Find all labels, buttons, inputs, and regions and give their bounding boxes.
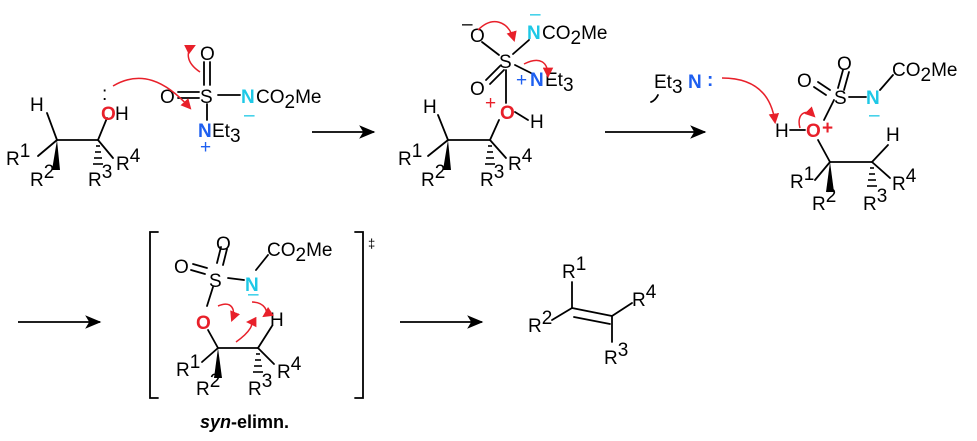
label-r3: R3	[604, 340, 628, 369]
molecule-burgess-reagent: O O S N CO2Me – N Et3 +	[160, 44, 321, 158]
charge-minus-n: –	[248, 284, 259, 305]
base-triethylamine: Et3 N :	[650, 70, 713, 103]
label-r2: R2	[30, 162, 54, 191]
charge-plus: +	[200, 137, 211, 158]
label-r2: R2	[421, 162, 445, 191]
base-tail	[650, 94, 659, 103]
molecule-intermediate-1: H O + H S O – O N – CO2Me + N Et3 R1 R2 …	[398, 4, 607, 191]
atom-nitrogen-sulfonyl: N	[527, 23, 541, 44]
atom-h: H	[30, 95, 44, 116]
atom-oxygen: O	[806, 121, 821, 142]
charge-minus-n: –	[530, 4, 541, 25]
charge-plus-amine: +	[516, 70, 527, 91]
atom-sulfur: S	[209, 271, 222, 292]
bracket-left	[149, 231, 159, 399]
label-r4: R4	[508, 146, 533, 175]
group-et3: Et3	[654, 72, 683, 98]
label-r3: R3	[248, 371, 272, 400]
atom-o-left: O	[160, 87, 175, 108]
molecule-sulfamate-ester: H O + S O O N – CO2Me H R1 R2 R3 R4	[775, 54, 957, 215]
atom-nitrogen-amine: N	[198, 121, 212, 142]
curly-arrow-so-bond	[184, 45, 201, 73]
atom-h-beta: H	[886, 125, 900, 146]
label-r4: R4	[632, 282, 657, 311]
atom-h-oxonium: H	[530, 112, 544, 133]
atom-nitrogen-base: N	[688, 72, 702, 93]
atom-nitrogen-sulfonyl: N	[866, 88, 880, 109]
atom-h-hydroxyl: H	[115, 104, 129, 125]
hash-c2-r3	[93, 145, 103, 165]
atom-o-top: O	[200, 44, 215, 65]
label-r1: R1	[562, 254, 586, 283]
atom-h-beta: H	[270, 310, 284, 331]
atom-nitrogen-sulfonyl: N	[245, 275, 259, 296]
label-r1: R1	[790, 164, 814, 193]
charge-minus-n: –	[869, 105, 880, 126]
atom-h: H	[423, 97, 437, 118]
label-r2: R2	[528, 308, 552, 337]
molecule-alcohol: H O H : R1 R2 R3 R4	[6, 84, 141, 191]
label-r4: R4	[116, 146, 141, 175]
atom-sulfur: S	[499, 52, 512, 73]
label-r3: R3	[863, 186, 887, 215]
curly-arrow-n-h	[251, 301, 274, 318]
atom-oxygen: O	[101, 104, 116, 125]
atom-o-sulfonyl: O	[470, 79, 485, 100]
atom-oxygen: O	[196, 313, 211, 334]
charge-minus: –	[244, 105, 255, 126]
charge-minus-o: –	[462, 14, 473, 35]
label-r2: R2	[812, 186, 836, 215]
label-r4: R4	[277, 354, 302, 383]
transition-state-dagger: ‡	[368, 236, 375, 251]
atom-o-left: O	[797, 71, 812, 92]
bond-c1-r1	[37, 139, 58, 157]
group-co2me: CO2Me	[267, 240, 332, 266]
group-co2me: CO2Me	[256, 87, 321, 113]
label-r4: R4	[892, 166, 917, 195]
label-r1: R1	[6, 141, 30, 170]
molecule-transition-state: O O S N – CO2Me O H R1 R2 R3 R4	[174, 234, 332, 400]
group-co2me: CO2Me	[892, 60, 957, 86]
curly-arrow-oh-bond	[798, 106, 816, 129]
atom-nitrogen-sulfonyl: N	[241, 87, 255, 108]
atom-sulfur: S	[200, 87, 213, 108]
curly-arrow-s-n	[523, 59, 554, 79]
curly-arrow-base-h	[721, 77, 780, 125]
base-lone-pair: :	[707, 70, 713, 91]
charge-plus-oxygen: +	[485, 93, 496, 114]
bracket-right	[354, 231, 364, 399]
atom-o-left: O	[174, 257, 189, 278]
wedge-c1-r2	[52, 140, 60, 170]
atom-o-top: O	[216, 234, 231, 255]
bond-c2-o	[97, 117, 108, 141]
curly-arrow-o-to-s	[112, 77, 192, 110]
curly-arrow-ch-pi	[235, 316, 257, 343]
oxygen-lone-pair: :	[102, 84, 107, 105]
bond-h-c1	[46, 112, 58, 141]
molecule-alkene-product: R1 R2 R3 R4	[528, 254, 657, 369]
atom-h-oxonium: H	[775, 121, 789, 142]
group-co2me: CO2Me	[542, 23, 607, 49]
label-r3: R3	[88, 162, 112, 191]
charge-plus-oxygen: +	[822, 118, 833, 139]
atom-o-top: O	[837, 54, 852, 75]
group-et3: Et3	[212, 121, 241, 147]
atom-oxygen-oxonium: O	[500, 103, 515, 124]
label-r2: R2	[196, 371, 220, 400]
atom-nitrogen-amine: N	[530, 70, 544, 91]
atom-o-anion: O	[470, 26, 485, 47]
caption-syn-elimination: syn-elimn.	[200, 412, 289, 432]
bond-c2-r4	[97, 139, 114, 159]
atom-sulfur: S	[834, 88, 847, 109]
curly-arrow-o-anion	[477, 20, 517, 43]
curly-arrow-so-cleave	[217, 303, 240, 322]
label-r3: R3	[480, 162, 504, 191]
group-et3: Et3	[545, 70, 574, 96]
label-r1: R1	[176, 352, 200, 381]
label-r1: R1	[398, 141, 422, 170]
